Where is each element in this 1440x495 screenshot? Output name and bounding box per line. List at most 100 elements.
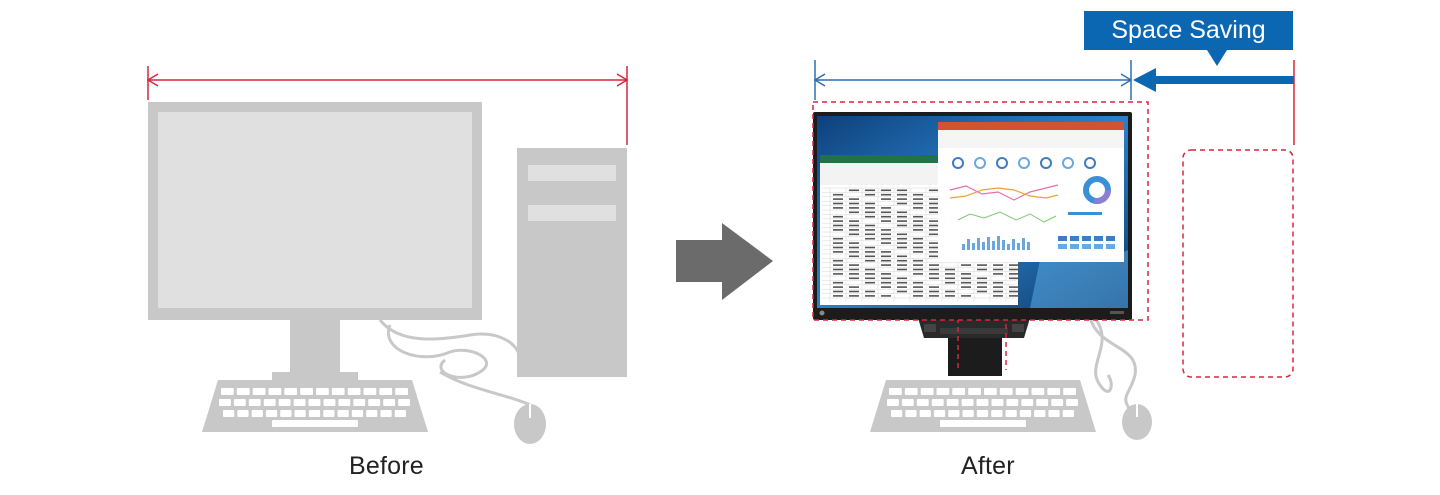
kpi-ring xyxy=(1084,157,1096,169)
keyboard-key xyxy=(337,410,349,417)
sheet-cell-text xyxy=(913,237,923,240)
sheet-cell-text xyxy=(913,202,923,205)
sheet-cell-text xyxy=(881,229,891,231)
sheet-cell-text xyxy=(929,198,939,200)
mini-bar xyxy=(972,243,975,250)
kpi-ring xyxy=(1040,157,1052,169)
right-arrow-icon xyxy=(676,223,773,300)
sheet-cell-text xyxy=(833,242,843,244)
keyboard-key xyxy=(891,410,903,417)
sheet-cell-text xyxy=(1009,264,1019,266)
sheet-cell-text xyxy=(849,273,859,275)
sheet-cell-text xyxy=(849,242,859,244)
keyboard-key xyxy=(237,410,249,417)
keyboard-key xyxy=(952,388,966,395)
sheet-cell-text xyxy=(865,229,875,231)
sheet-cell-text xyxy=(929,286,939,288)
sheet-cell-text xyxy=(897,198,907,200)
sheet-cell-text xyxy=(849,286,859,288)
sheet-cell-text xyxy=(945,268,955,271)
sheet-cell-text xyxy=(849,229,859,231)
kpi-tile xyxy=(1082,244,1091,249)
sheet-cell-text xyxy=(897,220,907,222)
sheet-cell-text xyxy=(913,207,923,209)
sheet-cell-text xyxy=(993,273,1003,275)
mini-bar xyxy=(1027,242,1030,250)
keyboard-key xyxy=(931,399,944,406)
sheet-cell-text xyxy=(849,211,859,214)
sheet-cell-text xyxy=(833,220,843,222)
keyboard-key xyxy=(1036,399,1049,406)
sheet-cell-text xyxy=(945,295,955,297)
sheet-cell-text xyxy=(897,259,907,262)
sheet-cell-text xyxy=(865,189,875,192)
sheet-cell-text xyxy=(849,295,859,297)
keyboard-key xyxy=(366,410,378,417)
sheet-cell-text xyxy=(929,295,939,297)
sheet-cell-text xyxy=(913,224,923,227)
keyboard-key xyxy=(331,388,345,395)
sheet-cell-text xyxy=(881,215,891,218)
sheet-cell-text xyxy=(865,295,875,297)
keyboard-key xyxy=(889,388,902,395)
keyboard-key xyxy=(1062,410,1074,417)
keyboard-key xyxy=(248,399,261,406)
sheet-cell-text xyxy=(833,229,843,231)
sheet-cell-text xyxy=(929,264,939,266)
keyboard-key xyxy=(946,399,959,406)
before-tower xyxy=(517,148,627,377)
keyboard-key xyxy=(300,388,313,395)
sheet-cell-text xyxy=(865,277,875,280)
sheet-cell-text xyxy=(881,233,891,236)
mini-bar xyxy=(1012,239,1015,250)
sheet-cell-text xyxy=(993,268,1003,271)
sheet-cell-text xyxy=(833,286,843,288)
keyboard-key xyxy=(1005,410,1017,417)
keyboard-key xyxy=(380,410,392,417)
sheet-cell-text xyxy=(881,193,891,196)
sheet-cell-text xyxy=(849,251,859,253)
sheet-cell-text xyxy=(881,237,891,240)
before-width-measure xyxy=(146,66,629,145)
sheet-cell-text xyxy=(881,259,891,262)
sheet-cell-text xyxy=(881,286,891,288)
left-arrow-icon xyxy=(1133,68,1294,92)
sheet-cell-text xyxy=(913,286,923,288)
keyboard-key xyxy=(976,410,989,417)
sheet-cell-text xyxy=(881,211,891,214)
sheet-cell-text xyxy=(961,273,971,275)
mini-bar xyxy=(982,242,985,250)
sheet-cell-text xyxy=(897,290,907,293)
before-cables xyxy=(378,319,531,407)
sheet-cell-text xyxy=(929,229,939,231)
sheet-cell-text xyxy=(913,295,923,297)
sheet-cell-text xyxy=(977,264,987,266)
space-saving-badge: Space Saving xyxy=(1084,11,1293,50)
sheet-cell-text xyxy=(833,202,843,205)
trend-line xyxy=(957,211,1057,223)
keyboard-key xyxy=(223,410,235,417)
keyboard-key xyxy=(948,410,960,417)
sheet-cell-text xyxy=(881,273,891,275)
sheet-cell-text xyxy=(897,202,907,205)
keyboard-key xyxy=(278,399,291,406)
keyboard-key xyxy=(395,388,408,395)
sheet-cell-text xyxy=(833,259,843,262)
keyboard-key xyxy=(991,410,1003,417)
sheet-cell-text xyxy=(897,237,907,240)
mini-bar xyxy=(967,239,970,250)
keyboard-key xyxy=(1066,399,1078,406)
sheet-cell-text xyxy=(865,268,875,271)
mini-bar xyxy=(997,236,1000,250)
mini-bar xyxy=(992,241,995,250)
keyboard-key xyxy=(252,388,266,395)
sheet-cell-text xyxy=(865,237,875,240)
keyboard-key xyxy=(323,399,336,406)
kpi-tile xyxy=(1082,236,1091,241)
sheet-cell-text xyxy=(993,264,1003,266)
sheet-cell-text xyxy=(865,211,875,214)
after-cables xyxy=(1088,317,1137,411)
sheet-cell-text xyxy=(849,198,859,200)
keyboard-key xyxy=(236,388,250,395)
